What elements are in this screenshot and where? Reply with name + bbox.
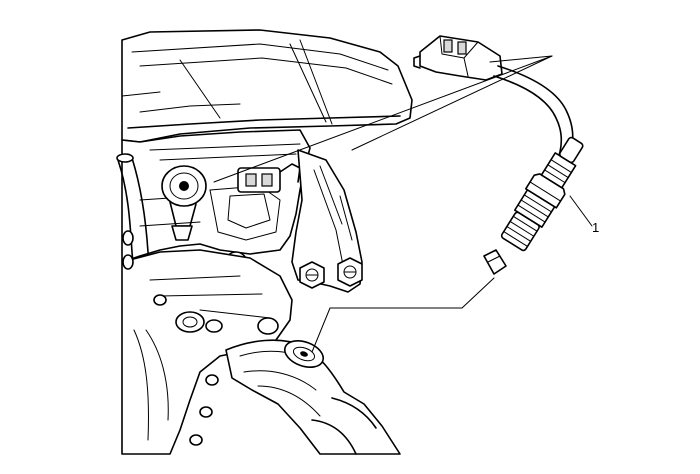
engine-block [121,129,311,263]
mounting-nut-right [337,257,363,287]
sensor-tip [483,249,507,275]
leader-lines [213,55,593,353]
oxygen-sensor [413,35,584,275]
engine-cover [121,29,413,143]
callout-label: 1 [592,220,599,235]
exhaust-bracket [291,149,363,293]
mounting-nut-left [299,261,325,289]
sensor-body [500,136,584,252]
manifold-connector [161,165,207,241]
lower-bolts [122,230,219,446]
sensor-harness-connector [413,35,503,81]
engine-plug [237,163,301,193]
